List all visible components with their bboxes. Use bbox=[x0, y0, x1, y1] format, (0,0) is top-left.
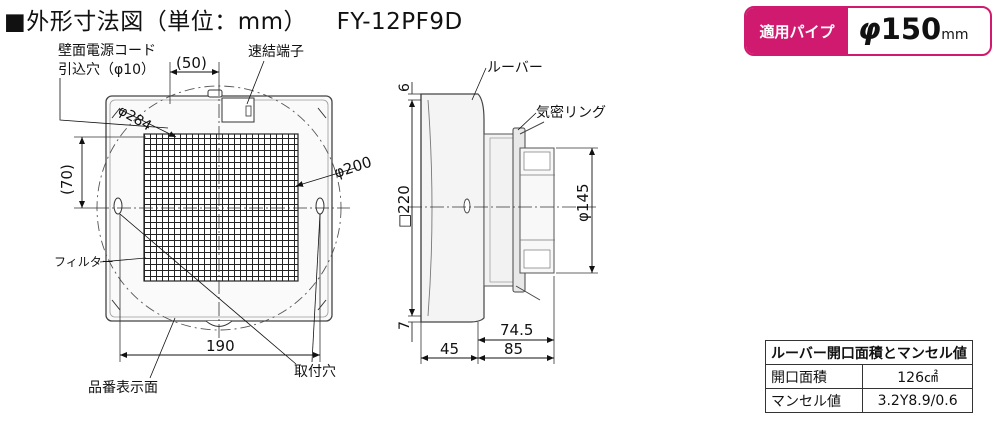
page-title: ■外形寸法図（単位：mm） FY-12PF9D bbox=[4, 2, 463, 36]
label-filter: フィルター bbox=[54, 255, 114, 269]
table-row: 開口面積 126㎠ bbox=[764, 364, 973, 389]
louver-body bbox=[420, 93, 485, 323]
dim-145: φ145 bbox=[574, 183, 592, 222]
side-view: 6 □220 7 φ145 74.5 45 85 ルーバー 気密リング bbox=[395, 60, 606, 364]
dim-85: 85 bbox=[504, 340, 523, 358]
label-model-display: 品番表示面 bbox=[88, 380, 158, 396]
label-cord-hole: 壁面電源コード bbox=[58, 43, 156, 59]
dim-45: 45 bbox=[440, 340, 459, 358]
mount-hole-right bbox=[315, 197, 325, 215]
dim-70: (70) bbox=[58, 164, 76, 195]
title-text: ■外形寸法図（単位：mm） bbox=[4, 9, 308, 35]
dim-74-5: 74.5 bbox=[500, 321, 533, 339]
row-value-munsell: 3.2Y8.9/0.6 bbox=[862, 388, 973, 413]
label-mount-hole: 取付穴 bbox=[294, 364, 336, 380]
diameter-symbol: φ bbox=[858, 12, 881, 46]
table-header: ルーバー開口面積とマンセル値 bbox=[765, 340, 973, 365]
louver-spec-table: ルーバー開口面積とマンセル値 開口面積 126㎠ マンセル値 3.2Y8.9/0… bbox=[764, 340, 973, 413]
row-label-munsell: マンセル値 bbox=[764, 388, 864, 413]
label-louver: ルーバー bbox=[487, 60, 543, 76]
table-row: マンセル値 3.2Y8.9/0.6 bbox=[764, 388, 973, 413]
dim-7: 7 bbox=[397, 321, 413, 330]
grille bbox=[143, 133, 299, 282]
row-label-area: 開口面積 bbox=[764, 364, 864, 389]
model-number: FY-12PF9D bbox=[336, 9, 463, 35]
dim-50: (50) bbox=[176, 54, 207, 72]
dim-6: 6 bbox=[397, 83, 413, 92]
terminal-knob bbox=[245, 105, 252, 117]
pipe-value: φ150mm bbox=[858, 12, 969, 46]
dim-190: 190 bbox=[206, 337, 235, 355]
row-value-area: 126㎠ bbox=[862, 364, 973, 389]
label-terminal: 速結端子 bbox=[248, 44, 304, 60]
pipe-unit: mm bbox=[941, 27, 969, 43]
cord-hole bbox=[207, 89, 223, 98]
table-header-row: ルーバー開口面積とマンセル値 bbox=[765, 340, 973, 365]
dim-220: □220 bbox=[395, 185, 413, 228]
label-ring: 気密リング bbox=[536, 104, 606, 121]
pipe-label: 適用パイプ bbox=[746, 8, 848, 54]
pipe-badge: 適用パイプ φ150mm bbox=[744, 6, 992, 56]
front-view: (50) (70) φ284 φ200 190 壁面電源コード 引込穴（φ10）… bbox=[54, 43, 374, 396]
label-cord-hole-2: 引込穴（φ10） bbox=[58, 62, 155, 78]
mount-hole-left bbox=[113, 197, 123, 215]
dim-200: φ200 bbox=[332, 153, 374, 182]
pipe-diameter: 150 bbox=[880, 12, 942, 46]
